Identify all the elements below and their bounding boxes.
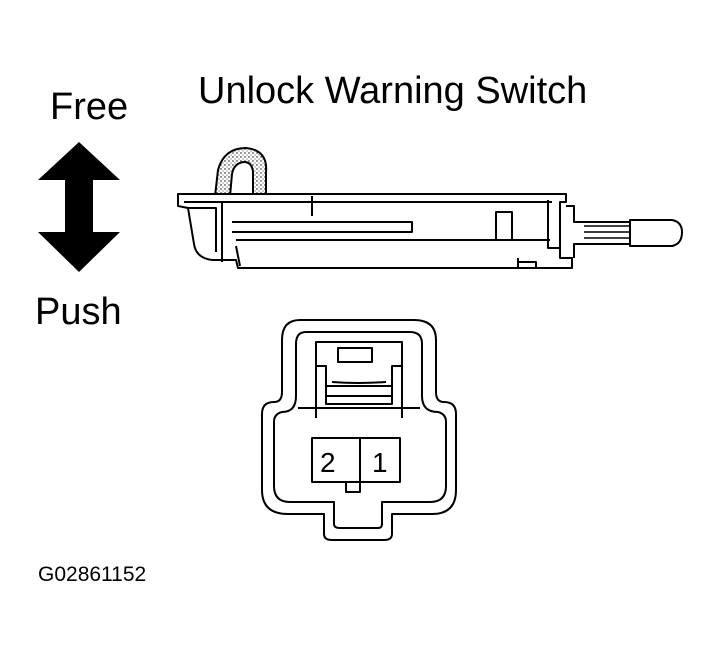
switch-lever-arm [214,147,268,197]
connector-housing-outer [261,319,457,541]
connector-housing-inner [273,331,447,529]
switch-slider-slot [232,221,413,233]
connector-front-view [261,319,457,541]
free-push-arrow-icon [38,142,120,272]
terminal-number-2: 2 [320,447,336,478]
switch-plunger-tip [629,219,683,247]
connector-lock-lever [315,341,403,405]
terminal-cavity-1 [359,437,401,483]
free-direction-label: Free [50,86,129,128]
push-direction-label: Push [35,291,122,333]
switch-window [495,211,513,241]
diagram-title: Unlock Warning Switch [198,70,588,112]
figure-code: G02861152 [38,563,147,586]
terminal-number-1: 1 [372,447,388,478]
connector-polarizing-key [345,481,361,493]
switch-side-view [177,147,683,269]
